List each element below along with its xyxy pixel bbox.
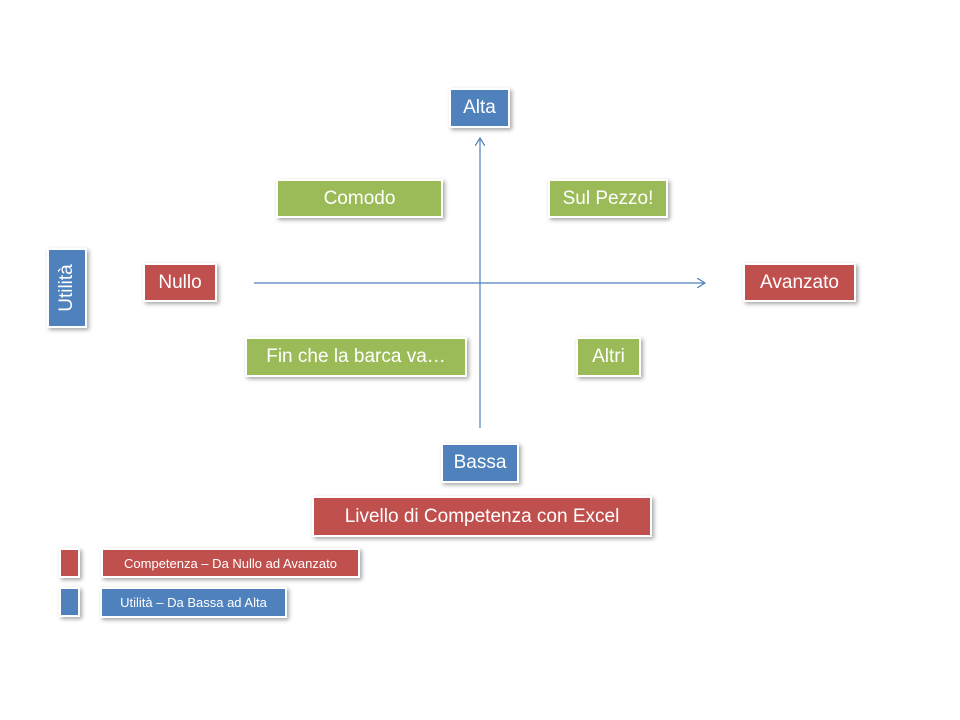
axis-label-top-text: Alta: [463, 97, 496, 118]
axis-label-top: Alta: [449, 88, 510, 128]
axis-label-right: Avanzato: [743, 263, 856, 302]
quadrant-top-left-text: Comodo: [323, 187, 396, 209]
axis-label-right-text: Avanzato: [760, 271, 839, 293]
legend-swatch-competence: [59, 548, 80, 578]
axis-label-left: Nullo: [143, 263, 217, 302]
legend-item-utility: Utilità – Da Bassa ad Alta: [100, 587, 287, 618]
quadrant-bottom-left: Fin che la barca va…: [245, 337, 467, 377]
axis-label-bottom: Bassa: [441, 443, 519, 483]
legend-item-competence: Competenza – Da Nullo ad Avanzato: [101, 548, 360, 578]
quadrant-bottom-right-text: Altri: [592, 346, 625, 367]
horizontal-axis-title-text: Livello di Competenza con Excel: [344, 505, 620, 527]
legend-item-competence-text: Competenza – Da Nullo ad Avanzato: [124, 555, 337, 571]
quadrant-bottom-right: Altri: [576, 337, 641, 377]
quadrant-top-right: Sul Pezzo!: [548, 179, 668, 218]
vertical-axis-title: Utilità: [47, 248, 87, 328]
horizontal-axis-title: Livello di Competenza con Excel: [312, 496, 652, 537]
legend-item-utility-text: Utilità – Da Bassa ad Alta: [120, 595, 267, 610]
quadrant-top-left: Comodo: [276, 179, 443, 218]
axis-label-bottom-text: Bassa: [453, 452, 507, 473]
quadrant-bottom-left-text: Fin che la barca va…: [266, 346, 446, 367]
quadrant-top-right-text: Sul Pezzo!: [562, 187, 654, 209]
axis-label-left-text: Nullo: [158, 271, 202, 293]
vertical-axis-title-text: Utilità: [56, 264, 78, 312]
legend-swatch-utility: [59, 587, 80, 617]
